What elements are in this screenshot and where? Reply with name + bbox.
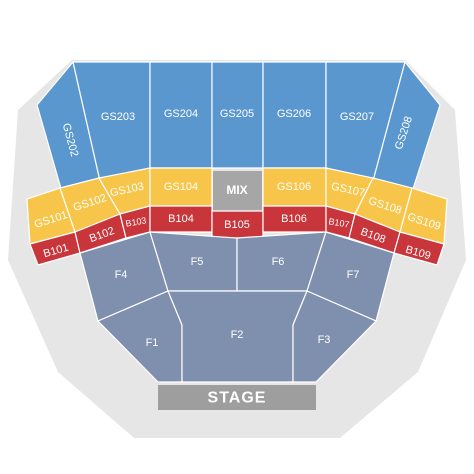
label-f7: F7 [347, 269, 360, 281]
label-b104: B104 [168, 213, 194, 225]
label-f2: F2 [231, 329, 244, 341]
mix-position: MIX [213, 171, 262, 211]
mix-label: MIX [226, 183, 247, 197]
section-b109[interactable] [393, 231, 445, 266]
label-f3: F3 [318, 334, 331, 346]
label-b107: B107 [328, 216, 350, 230]
section-f3[interactable] [292, 290, 378, 383]
label-gs104: GS104 [164, 181, 198, 193]
label-gs207: GS207 [340, 111, 374, 123]
mid-tier: GS101 GS102 GS103 GS104 GS106 GS107 GS10… [26, 167, 448, 245]
mix-box [213, 171, 262, 211]
label-gs205: GS205 [220, 108, 254, 120]
upper-tier: GS202 GS203 GS204 GS205 GS206 GS207 GS20… [36, 60, 441, 193]
label-b106: B106 [281, 213, 307, 225]
label-b105: B105 [224, 219, 250, 231]
stage-label: STAGE [208, 390, 267, 407]
stage: STAGE [158, 385, 316, 410]
label-gs106: GS106 [277, 181, 311, 193]
stage-block [158, 385, 316, 410]
floor: F4 F5 F6 F7 F1 F2 F3 [79, 231, 395, 383]
label-f5: F5 [191, 256, 204, 268]
label-f4: F4 [115, 269, 128, 281]
label-gs206: GS206 [277, 108, 311, 120]
label-gs204: GS204 [164, 108, 198, 120]
label-f6: F6 [272, 256, 285, 268]
label-f1: F1 [146, 337, 159, 349]
label-gs203: GS203 [101, 111, 135, 123]
label-b103: B103 [125, 215, 147, 229]
box-tier: B101 B102 B103 B104 B105 B106 B107 B108 … [29, 205, 445, 266]
